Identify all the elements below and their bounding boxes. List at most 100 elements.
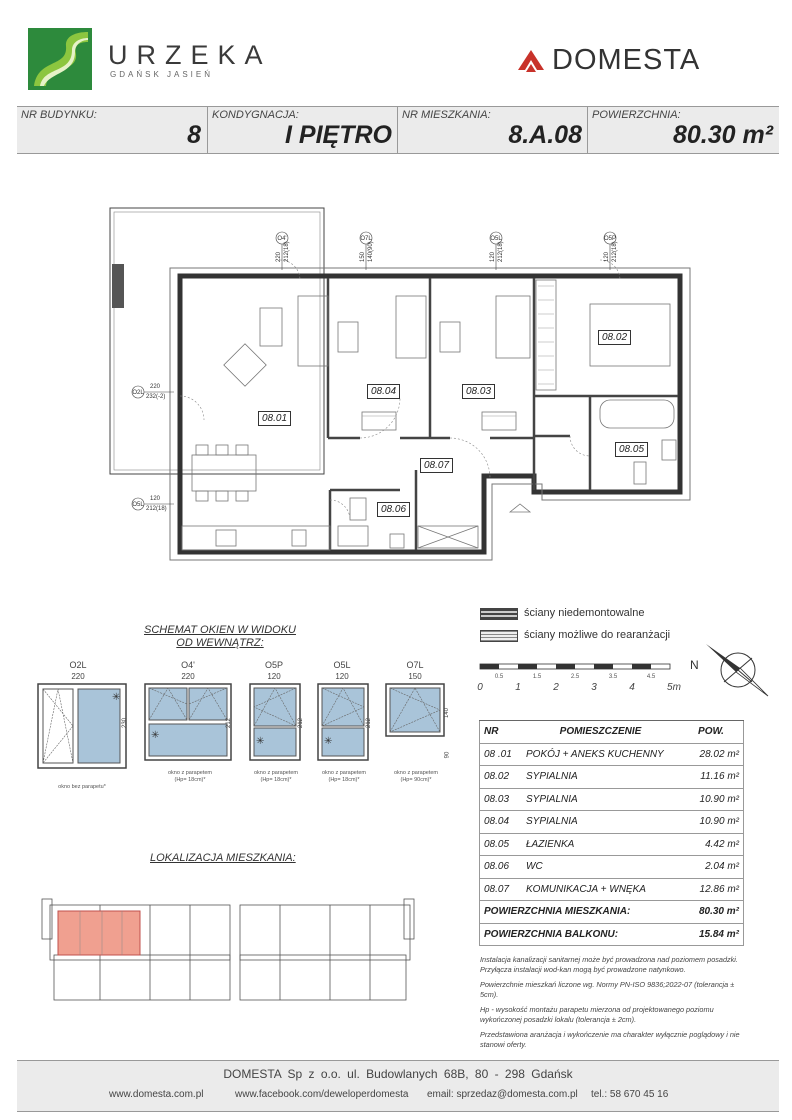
floor-value: I PIĘTRO <box>285 121 392 149</box>
room-name: WC <box>522 855 679 879</box>
note-4: Przedstawiona aranżacja i wykończenie ma… <box>480 1030 740 1049</box>
room-name: SYPIALNIA <box>522 765 679 789</box>
footer-facebook-link[interactable]: www.facebook.com/deweloperdomesta <box>235 1089 409 1100</box>
dim-o2l-w: 220 <box>150 384 161 390</box>
window-o5p-width: 120 <box>267 672 281 681</box>
scale-major-2: 2 <box>552 682 559 693</box>
window-o2l-height: 230 <box>122 717 129 729</box>
room-area: 2.04 m² <box>679 855 744 879</box>
building-value: 8 <box>187 121 201 149</box>
room-nr: 08 .01 <box>479 743 522 766</box>
north-label: N <box>690 658 699 672</box>
window-o7l-width: 150 <box>408 672 422 681</box>
window-tag-o5p: O5P <box>604 236 616 242</box>
room-nr: 08.05 <box>479 833 522 856</box>
window-o5p-note-2: (Hp= 18cm)* <box>260 777 292 783</box>
apartment-value: 8.A.08 <box>508 121 582 149</box>
location-map <box>41 898 415 1001</box>
window-o4-note-1: okno z parapetem <box>167 770 213 776</box>
total-apartment-label: POWIERZCHNIA MIESZKANIA: <box>479 900 679 924</box>
room-area: 10.90 m² <box>679 788 744 811</box>
window-o4-width: 220 <box>181 672 195 681</box>
apartment-cell: NR MIESZKANIA: 8.A.08 <box>397 107 588 153</box>
window-scheme-title-line1: SCHEMAT OKIEN W WIDOKU <box>144 624 296 636</box>
window-o7l-note-1: okno z parapetem <box>393 770 439 776</box>
window-tag-o5l: O5L <box>490 236 502 242</box>
window-o4-name: O4' <box>181 660 195 670</box>
window-scheme-title: SCHEMAT OKIEN W WIDOKU OD WEWNĄTRZ: <box>120 624 320 650</box>
room-tag-08-01: 08.01 <box>258 411 292 426</box>
footer-website-link[interactable]: www.domesta.com.pl <box>109 1089 204 1100</box>
room-tag-08-04: 08.04 <box>367 384 401 399</box>
brand-name: URZEKA <box>108 40 272 70</box>
window-o7l-drawing <box>385 683 445 737</box>
room-area: 11.16 m² <box>679 765 744 789</box>
room-nr: 08.02 <box>479 765 522 789</box>
window-o5l-drawing: ✳ <box>317 683 369 761</box>
window-o7l-height: 140 <box>444 707 451 719</box>
scale-minor-3: 3.5 <box>609 674 618 680</box>
room-tag-08-03: 08.03 <box>462 384 496 399</box>
room-name: POKÓJ + ANEKS KUCHENNY <box>522 743 679 766</box>
room-tag-08-05: 08.05 <box>615 442 649 457</box>
apartment-label: NR MIESZKANIA: <box>402 109 491 121</box>
building-cell: NR BUDYNKU: 8 <box>17 107 207 153</box>
window-o5l-note-1: okno z parapetem <box>321 770 367 776</box>
window-o4-note-2: (Hp= 18cm)* <box>174 777 206 783</box>
scale-minor-1: 1.5 <box>533 674 542 680</box>
scale-major-3: 3 <box>591 682 597 693</box>
scale-major-4: 4 <box>629 682 635 693</box>
dim-o7l-w: 150 <box>360 251 366 262</box>
legend-movable-walls: ściany możliwe do rearanżacji <box>524 629 671 641</box>
svg-text:✳: ✳ <box>324 736 332 747</box>
room-nr: 08.07 <box>479 878 522 901</box>
legend-fixed-walls-swatch <box>480 608 518 620</box>
window-o5p-height: 212 <box>298 717 305 729</box>
room-area: 28.02 m² <box>679 743 744 766</box>
room-table-header: NR POMIESZCZENIE POW. <box>479 720 744 744</box>
scale-bar: 0.5 1.5 2.5 3.5 4.5 0 1 2 3 4 5m <box>477 663 681 693</box>
dim-o5l2-h: 212(18) <box>146 506 167 512</box>
window-o5l-name: O5L <box>333 660 351 670</box>
room-name: ŁAZIENKA <box>522 833 679 856</box>
dim-o5l-h: 212(18) <box>498 241 504 262</box>
footer-email-link[interactable]: email: sprzedaz@domesta.com.pl <box>427 1089 578 1100</box>
apartment-info-bar: NR BUDYNKU: 8 KONDYGNACJA: I PIĘTRO NR M… <box>17 106 779 154</box>
room-nr: 08.04 <box>479 810 522 834</box>
compass-icon <box>706 644 769 697</box>
footer-phone: tel.: 58 670 45 16 <box>591 1089 669 1100</box>
dim-o2l-h: 232(-2) <box>146 394 165 400</box>
total-balcony-label: POWIERZCHNIA BALKONU: <box>479 923 679 946</box>
window-o7l-note: okno z parapetem (Hp= 90cm)* <box>376 770 456 784</box>
area-label: POWIERZCHNIA: <box>592 109 681 121</box>
urzeka-logo <box>28 28 92 90</box>
scale-major-5: 5m <box>667 682 681 693</box>
svg-text:✳: ✳ <box>151 730 159 741</box>
floor-cell: KONDYGNACJA: I PIĘTRO <box>207 107 398 153</box>
room-name: SYPIALNIA <box>522 810 679 834</box>
footer: DOMESTA Sp z o.o. ul. Budowlanych 68B, 8… <box>17 1060 779 1112</box>
room-name: SYPIALNIA <box>522 788 679 811</box>
dim-o4-h: 212(18) <box>284 241 290 262</box>
legend-movable-walls-swatch <box>480 630 518 642</box>
brand-subtitle: GDAŃSK JASIEŃ <box>110 70 214 79</box>
window-tag-o7l: O7L <box>360 236 372 242</box>
room-area: 12.86 m² <box>679 878 744 901</box>
window-o2l-note: okno bez parapetu* <box>58 784 106 790</box>
table-head-room: POMIESZCZENIE <box>522 720 679 744</box>
window-o5l-width: 120 <box>335 672 349 681</box>
window-o5l-note-2: (Hp= 18cm)* <box>328 777 360 783</box>
window-o7l-sill: 90 <box>444 751 451 759</box>
total-balcony-value: 15.84 m² <box>679 923 744 946</box>
window-o4-drawing: ✳ <box>144 683 232 761</box>
window-o2l-name: O2L <box>69 660 87 670</box>
floor-plan-drawing: O4' O7L O5L O5P O2L O5L 220 212(18) 150 … <box>109 207 691 561</box>
developer-name: DOMESTA <box>552 44 701 76</box>
dim-o5l-w: 120 <box>490 251 496 262</box>
room-area: 4.42 m² <box>679 833 744 856</box>
